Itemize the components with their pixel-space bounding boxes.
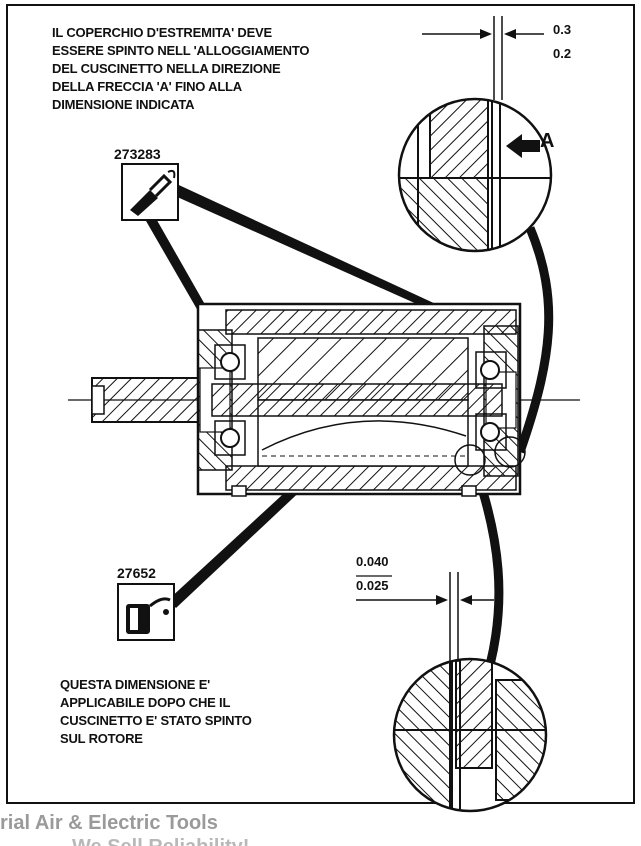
caption-line: IL COPERCHIO D'ESTREMITA' DEVE	[52, 25, 273, 40]
dimension-top-max: 0.3	[553, 22, 572, 37]
detail-bottom-magnifier	[392, 657, 548, 813]
motor-housing	[196, 302, 526, 497]
instruction-caption-bottom: QUESTA DIMENSIONE E' APPLICABILE DOPO CH…	[60, 676, 252, 748]
dimension-marker-bottom	[356, 572, 494, 662]
caption-line: DELLA FRECCIA 'A' FINO ALLA	[52, 79, 242, 94]
rotor-shaft	[91, 377, 213, 423]
watermark-line-1: rial Air & Electric Tools	[0, 812, 218, 834]
caption-line: CUSCINETTO E' STATO SPINTO	[60, 713, 252, 728]
instruction-caption-top: IL COPERCHIO D'ESTREMITA' DEVE ESSERE SP…	[52, 24, 309, 114]
dimension-marker-top	[422, 16, 544, 100]
dimension-top-min: 0.2	[553, 46, 572, 61]
watermark: rial Air & Electric Tools We Sell Reliab…	[0, 812, 641, 846]
dimension-bottom-max: 0.040	[356, 554, 389, 569]
caption-line: APPLICABILE DOPO CHE IL	[60, 695, 231, 710]
grease-gun-icon	[121, 163, 179, 221]
oil-part-number: 27652	[117, 565, 156, 581]
caption-line: ESSERE SPINTO NELL 'ALLOGGIAMENTO	[52, 43, 310, 58]
caption-line: DIMENSIONE INDICATA	[52, 97, 195, 112]
dimension-bottom-min: 0.025	[356, 578, 389, 593]
grease-part-number: 273283	[114, 146, 161, 162]
caption-line: DEL CUSCINETTO NELLA DIREZIONE	[52, 61, 281, 76]
caption-line: SUL ROTORE	[60, 731, 143, 746]
watermark-line-2: We Sell Reliability!	[72, 836, 249, 846]
oil-can-icon	[117, 583, 175, 641]
arrow-a-label: A	[540, 130, 555, 152]
caption-line: QUESTA DIMENSIONE E'	[60, 677, 211, 692]
